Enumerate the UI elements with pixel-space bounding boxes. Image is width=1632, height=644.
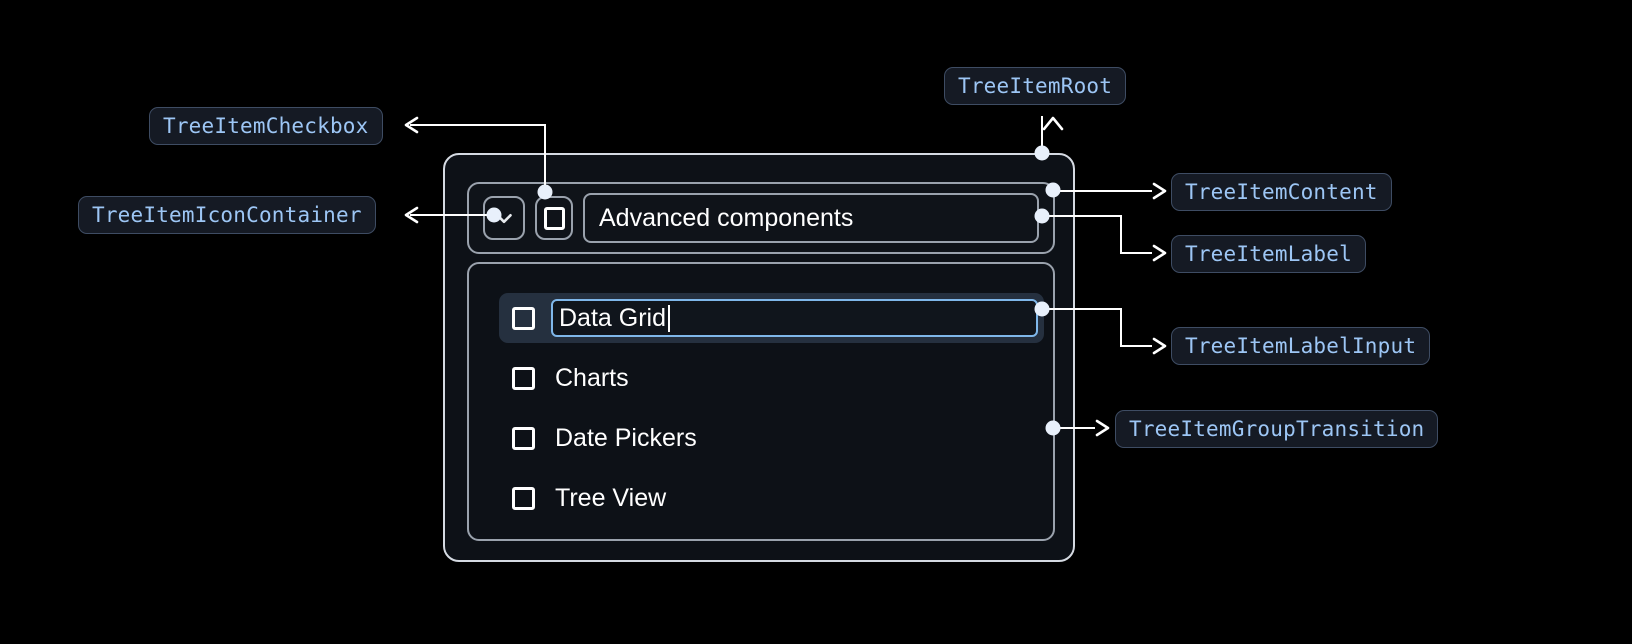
connector-tree-item-root xyxy=(1041,116,1043,153)
text-caret xyxy=(667,304,670,332)
annotation-tree-item-label: TreeItemLabel xyxy=(1171,235,1366,273)
connector-tree-item-label-input-v xyxy=(1120,308,1122,347)
annotation-tree-item-checkbox: TreeItemCheckbox xyxy=(149,107,383,145)
tree-item-child-label: Tree View xyxy=(555,483,667,512)
connector-tree-item-checkbox-v xyxy=(544,124,546,193)
tree-item-checkbox[interactable] xyxy=(535,196,573,240)
annotation-tree-item-label-input: TreeItemLabelInput xyxy=(1171,327,1431,365)
tree-item-label-text: Advanced components xyxy=(599,203,854,232)
connector-tree-item-label-h1 xyxy=(1042,215,1122,217)
tree-item-group-transition: Data Grid Charts Date Pickers Tree View xyxy=(467,262,1055,541)
connector-tree-item-icon-container xyxy=(410,214,497,216)
tree-item-child-row-2[interactable]: Date Pickers xyxy=(499,413,1044,463)
annotation-tree-item-content: TreeItemContent xyxy=(1171,173,1392,211)
checkbox-square-icon[interactable] xyxy=(512,306,535,330)
connector-tree-item-label-h2 xyxy=(1120,252,1152,254)
tree-item-child-row-0[interactable]: Data Grid xyxy=(499,293,1044,343)
tree-item-label-input[interactable]: Data Grid xyxy=(551,299,1038,337)
annotation-tree-item-group-transition: TreeItemGroupTransition xyxy=(1115,410,1439,448)
tree-item-child-row-1[interactable]: Charts xyxy=(499,353,1044,403)
checkbox-square-icon xyxy=(543,206,565,230)
tree-item-content[interactable]: Advanced components xyxy=(467,182,1055,254)
connector-dot-tree-item-group-transition xyxy=(1045,420,1061,436)
tree-item-child-label: Charts xyxy=(555,363,629,392)
checkbox-square-icon[interactable] xyxy=(512,426,535,450)
tree-item-label[interactable]: Advanced components xyxy=(583,193,1039,243)
tree-item-child-row-3[interactable]: Tree View xyxy=(499,473,1044,523)
connector-dot-tree-item-checkbox xyxy=(537,184,553,200)
connector-dot-tree-item-content xyxy=(1045,182,1061,198)
connector-tree-item-content xyxy=(1053,190,1152,192)
connector-tree-item-group-transition xyxy=(1053,427,1095,429)
connector-dot-tree-item-label-input xyxy=(1034,301,1050,317)
checkbox-square-icon[interactable] xyxy=(512,486,535,510)
connector-tree-item-label-input-h1 xyxy=(1042,308,1122,310)
connector-tree-item-label-v xyxy=(1120,215,1122,254)
connector-dot-tree-item-label xyxy=(1034,208,1050,224)
annotation-tree-item-root: TreeItemRoot xyxy=(944,67,1127,105)
tree-item-child-label: Date Pickers xyxy=(555,423,697,452)
connector-dot-tree-item-icon-container xyxy=(486,207,502,223)
connector-tree-item-label-input-h2 xyxy=(1120,345,1152,347)
checkbox-square-icon[interactable] xyxy=(512,366,535,390)
connector-dot-tree-item-root xyxy=(1034,145,1050,161)
tree-item-root[interactable]: Advanced components Data Grid Charts Dat… xyxy=(443,153,1075,562)
annotation-tree-item-icon-container: TreeItemIconContainer xyxy=(78,196,376,234)
connector-tree-item-checkbox-h xyxy=(410,124,545,126)
tree-item-label-input-value: Data Grid xyxy=(559,303,666,332)
